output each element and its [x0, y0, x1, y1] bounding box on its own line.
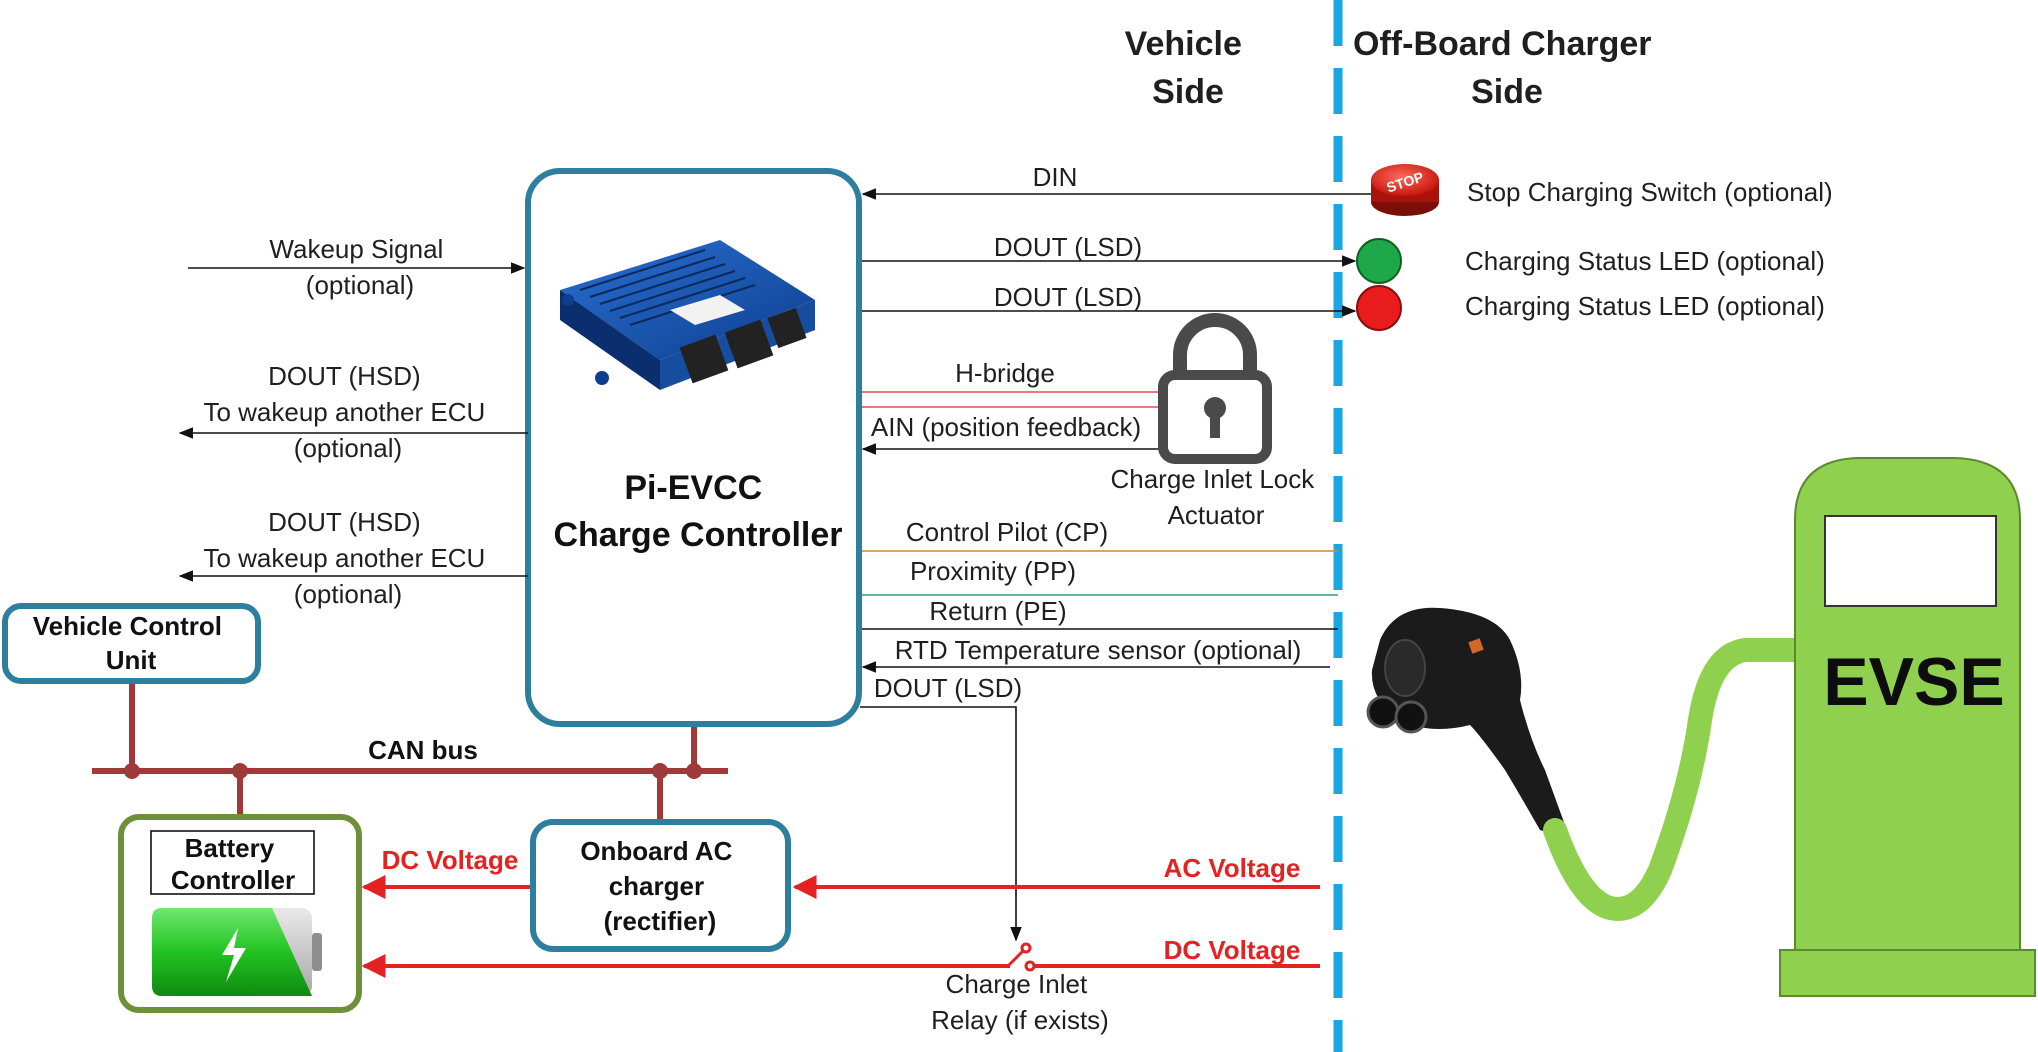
wakeup-label: Wakeup Signal (optional): [269, 234, 450, 300]
relay-switch-icon: [1006, 942, 1036, 972]
evse-station: [1779, 457, 2036, 997]
pp-label: Proximity (PP): [910, 556, 1076, 586]
stop-switch-label: Stop Charging Switch (optional): [1467, 177, 1833, 207]
dc-voltage-right-label: DC Voltage: [1164, 935, 1301, 965]
din-label: DIN: [1033, 162, 1078, 192]
cp-label: Control Pilot (CP): [906, 517, 1108, 547]
onboard-charger-label: Onboard AC charger (rectifier): [580, 836, 739, 936]
dout-lsd-3-line: [860, 706, 1022, 942]
charging-plug-icon: [1366, 607, 1565, 835]
battery-controller-label: Battery Controller: [171, 833, 295, 895]
dout-hsd-1-label: DOUT (HSD) To wakeup another ECU (option…: [203, 361, 492, 463]
red-led-icon: [1356, 285, 1402, 331]
relay-label: Charge Inlet Relay (if exists): [931, 969, 1109, 1035]
ecu-device-icon: [560, 240, 815, 390]
stop-button-icon: STOP: [1371, 164, 1439, 216]
dout-lsd-2-label: DOUT (LSD): [994, 282, 1142, 312]
red-led-label: Charging Status LED (optional): [1465, 291, 1825, 321]
dout-hsd-2-label: DOUT (HSD) To wakeup another ECU (option…: [203, 507, 492, 609]
lock-label: Charge Inlet Lock Actuator: [1110, 464, 1321, 530]
ac-voltage-label: AC Voltage: [1164, 853, 1301, 883]
green-led-icon: [1356, 238, 1402, 284]
can-bus-nodes: [124, 763, 702, 779]
ain-label: AIN (position feedback): [871, 412, 1141, 442]
hbridge-label: H-bridge: [955, 358, 1055, 388]
dout-lsd-1-label: DOUT (LSD): [994, 232, 1142, 262]
vehicle-side-header: Vehicle Side: [1125, 25, 1252, 111]
evse-label: EVSE: [1823, 644, 2004, 720]
vehicle-control-unit: [2, 603, 261, 684]
vcu-label: Vehicle Control Unit: [33, 611, 230, 675]
dout-lsd-3-label: DOUT (LSD): [874, 673, 1022, 703]
onboard-ac-charger: [530, 819, 791, 952]
charging-cable: [1543, 638, 1812, 921]
battery-controller-box: [150, 830, 315, 895]
can-bus: [92, 684, 728, 822]
battery-icon: [152, 908, 322, 996]
charger-side-header: Off-Board Charger Side: [1353, 25, 1661, 111]
green-led-label: Charging Status LED (optional): [1465, 246, 1825, 276]
evse-screen: [1824, 515, 1997, 607]
rtd-label: RTD Temperature sensor (optional): [895, 635, 1302, 665]
dc-voltage-left-label: DC Voltage: [382, 845, 519, 875]
can-bus-label: CAN bus: [368, 735, 478, 765]
pe-label: Return (PE): [929, 596, 1066, 626]
lock-icon: [1158, 313, 1272, 464]
controller-title: Pi-EVCC Charge Controller: [553, 469, 842, 554]
